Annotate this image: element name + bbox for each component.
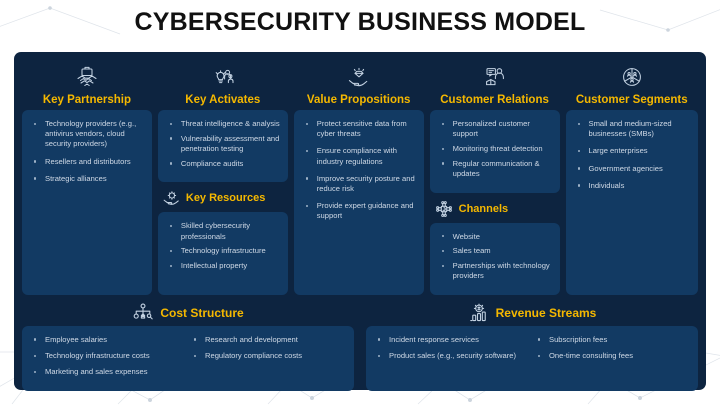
key-activates-card: Threat intelligence & analysis Vulnerabi… [157,110,288,183]
revenue-streams-list-right: Subscription fees One-time consulting fe… [532,335,692,384]
column-customer-relations: Customer Relations Personalized customer… [429,58,560,295]
column-key-activates: Key Activates Threat intelligence & anal… [157,58,288,295]
channels-title: Channels [458,202,509,215]
cost-structure-header: Cost Structure [22,300,354,326]
revenue-streams-header: Revenue Streams [366,300,698,326]
list-item: Monitoring threat detection [436,144,552,154]
key-partnership-title: Key Partnership [42,94,132,106]
key-resources-header: Key Resources [158,182,288,212]
value-propositions-list: Protect sensitive data from cyber threat… [300,119,416,222]
key-resources-title: Key Resources [185,192,266,205]
list-item: Subscription fees [532,335,692,345]
list-item: Technology providers (e.g., antivirus ve… [28,119,144,150]
page-title: CYBERSECURITY BUSINESS MODEL [134,8,586,36]
list-item: Technology infrastructure costs [28,351,188,361]
key-activates-list: Threat intelligence & analysis Vulnerabi… [164,119,280,169]
customer-segments-header: Customer Segments [566,58,698,110]
list-item: Personalized customer support [436,119,552,139]
column-value-propositions: Value Propositions Protect sensitive dat… [293,58,424,295]
list-item: Employee salaries [28,335,188,345]
network-nodes-icon [434,199,454,219]
list-item: Improve security posture and reduce risk [300,174,416,194]
handshake-briefcase-icon [22,62,152,92]
key-activates-title: Key Activates [185,94,261,106]
cost-structure-list-right: Research and development Regulatory comp… [188,335,348,384]
key-resources-card: Skilled cybersecurity professionals Tech… [157,212,288,295]
hierarchy-tree-icon [132,302,154,324]
hand-gear-icon [162,188,181,208]
value-propositions-card: Protect sensitive data from cyber threat… [293,110,424,295]
list-item: Skilled cybersecurity professionals [164,221,280,241]
list-item: Sales team [436,246,552,256]
list-item: Vulnerability assessment and penetration… [164,134,280,154]
list-item: Incident response services [372,335,532,345]
revenue-streams-title: Revenue Streams [495,305,597,320]
list-item: Partnerships with technology providers [436,261,552,281]
key-partnership-card: Technology providers (e.g., antivirus ve… [22,110,152,295]
list-item: Government agencies [572,164,690,174]
list-item: Provide expert guidance and support [300,201,416,221]
customer-relations-card: Personalized customer support Monitoring… [429,110,560,193]
customer-segments-list: Small and medium-sized businesses (SMBs)… [572,119,690,191]
value-propositions-title: Value Propositions [306,94,411,106]
revenue-streams-card: Incident response services Product sales… [366,325,698,392]
list-item: Technology infrastructure [164,246,280,256]
list-item: Product sales (e.g., security software) [372,351,532,361]
list-item: Threat intelligence & analysis [164,119,280,129]
customer-segments-title: Customer Segments [575,94,688,106]
list-item: Strategic alliances [28,174,144,184]
channels-card: Website Sales team Partnerships with tec… [429,222,560,295]
column-customer-segments: Customer Segments Small and medium-sized… [565,58,698,295]
hand-diamond-icon [294,62,424,92]
column-key-partnership: Key Partnership Technology providers (e.… [22,58,152,295]
list-item: Large enterprises [572,146,690,156]
customer-relations-header: Customer Relations [430,58,560,110]
list-item: Protect sensitive data from cyber threat… [300,119,416,139]
customer-segments-card: Small and medium-sized businesses (SMBs)… [565,110,698,295]
customer-relations-title: Customer Relations [440,94,549,106]
list-item: One-time consulting fees [532,351,692,361]
canvas-top-row: Key Partnership Technology providers (e.… [22,58,698,295]
key-resources-list: Skilled cybersecurity professionals Tech… [164,221,280,271]
list-item: Marketing and sales expenses [28,367,188,377]
list-item: Compliance audits [164,159,280,169]
value-propositions-header: Value Propositions [294,58,424,110]
coin-bar-chart-icon [468,302,490,324]
key-partnership-header: Key Partnership [22,58,152,110]
list-item: Website [436,232,552,242]
person-screen-icon [430,62,560,92]
list-item: Research and development [188,335,348,345]
cost-structure-card: Employee salaries Technology infrastruct… [22,325,354,392]
cost-structure-list-left: Employee salaries Technology infrastruct… [28,335,188,384]
key-partnership-list: Technology providers (e.g., antivirus ve… [28,119,144,184]
canvas-bottom-row: Cost Structure Employee salaries Technol… [22,300,698,392]
revenue-streams-list-left: Incident response services Product sales… [372,335,532,384]
channels-list: Website Sales team Partnerships with tec… [436,232,552,282]
list-item: Small and medium-sized businesses (SMBs) [572,119,690,139]
customer-relations-list: Personalized customer support Monitoring… [436,119,552,179]
block-revenue-streams: Revenue Streams Incident response servic… [366,300,698,392]
block-cost-structure: Cost Structure Employee salaries Technol… [22,300,354,392]
lightbulb-people-icon [158,62,288,92]
list-item: Ensure compliance with industry regulati… [300,146,416,166]
list-item: Intellectual property [164,261,280,271]
cost-structure-title: Cost Structure [160,305,244,320]
key-activates-header: Key Activates [158,58,288,110]
list-item: Regulatory compliance costs [188,351,348,361]
list-item: Individuals [572,181,690,191]
business-model-canvas-panel: Key Partnership Technology providers (e.… [14,52,706,392]
list-item: Resellers and distributors [28,157,144,167]
list-item: Regular communication & updates [436,159,552,179]
segmented-circle-icon [566,62,698,92]
channels-header: Channels [430,193,560,223]
